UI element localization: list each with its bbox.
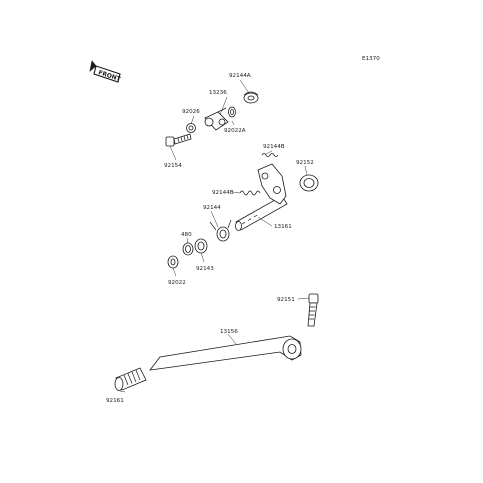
collar-92026 <box>186 123 196 133</box>
shift-pedal-13156 <box>149 335 302 371</box>
part-label-92144a: 92144A <box>229 73 251 79</box>
washer-92022a <box>228 106 236 118</box>
bolt-92154 <box>165 133 192 147</box>
collar-92143 <box>194 238 208 254</box>
part-label-92154: 92154 <box>164 163 182 169</box>
part-label-13156: 13156 <box>220 329 238 335</box>
part-label-92022: 92022 <box>168 280 186 286</box>
pedal-rubber-92161 <box>114 367 147 391</box>
part-label-92022a: 92022A <box>224 128 246 134</box>
diagram-code: E1370 <box>362 56 380 62</box>
arm-13236 <box>204 107 229 131</box>
shift-shaft-13161 <box>235 163 288 231</box>
part-label-92152: 92152 <box>296 160 314 166</box>
part-label-92151: 92151 <box>277 297 295 303</box>
washer-92022 <box>167 255 179 269</box>
part-label-92144: 92144 <box>203 205 221 211</box>
spring-92144b-top <box>261 153 279 157</box>
bolt-92151 <box>307 293 319 327</box>
part-label-13236: 13236 <box>209 90 227 96</box>
part-label-92144b-top: 92144B <box>263 144 285 150</box>
circlip-480 <box>182 242 194 256</box>
part-label-92143: 92143 <box>196 266 214 272</box>
bushing-92152 <box>299 174 319 192</box>
front-label: FRONT <box>97 69 122 83</box>
part-label-92026: 92026 <box>182 109 200 115</box>
part-label-13161: 13161 <box>274 224 292 230</box>
spring-clip-92144a <box>243 91 259 104</box>
part-label-480: 480 <box>181 232 192 238</box>
part-label-92144b-mid: 92144B <box>212 190 234 196</box>
front-arrow-icon: FRONT <box>89 60 122 83</box>
part-label-92161: 92161 <box>106 398 124 404</box>
return-spring-92144 <box>209 219 232 242</box>
spring-92144b-mid <box>239 190 261 196</box>
